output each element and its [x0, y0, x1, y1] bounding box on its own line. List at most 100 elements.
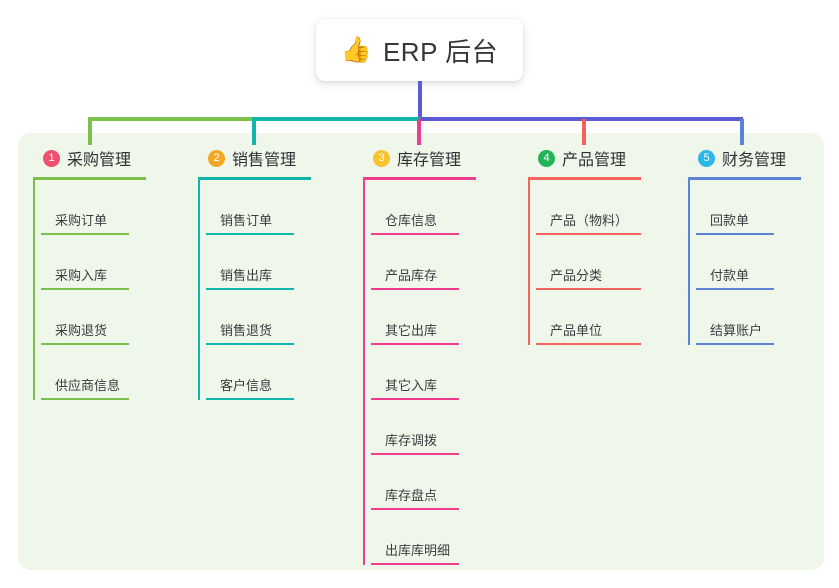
branch-spine [688, 180, 690, 345]
leaf-node-label: 采购入库 [55, 268, 108, 283]
leaf-node[interactable]: 供应商信息 [33, 345, 151, 400]
leaf-node[interactable]: 采购入库 [33, 235, 151, 290]
branch-header-underline [198, 177, 311, 180]
connector-stub-5 [740, 119, 744, 145]
leaf-node-label: 客户信息 [220, 378, 273, 393]
branch-header-label: 产品管理 [562, 152, 627, 169]
leaf-node[interactable]: 采购订单 [33, 180, 151, 235]
branch-number-badge-3: 3 [373, 149, 390, 167]
branch-header-row: 2 销售管理 [198, 145, 296, 171]
leaf-node-underline [206, 288, 294, 290]
leaf-node[interactable]: 产品库存 [363, 235, 481, 290]
branch-header-label: 采购管理 [67, 152, 132, 169]
leaf-node-label: 销售退货 [220, 323, 273, 338]
leaf-node-underline [696, 343, 774, 345]
branch-header-underline [688, 177, 801, 180]
leaf-node-label: 付款单 [710, 268, 750, 283]
leaf-node-label: 库存调拨 [385, 433, 438, 448]
leaf-node-label: 产品单位 [550, 323, 603, 338]
connector-bus-segment-green [88, 117, 254, 121]
branch-header-label: 库存管理 [397, 152, 462, 169]
leaf-node-underline [371, 563, 459, 565]
leaf-node-label: 产品分类 [550, 268, 603, 283]
branch-header-3[interactable]: 3 库存管理 [363, 145, 476, 180]
leaf-node[interactable]: 销售出库 [198, 235, 316, 290]
leaf-node-label: 产品（物料） [550, 213, 629, 228]
leaf-node-underline [371, 343, 459, 345]
branch-header-label: 财务管理 [722, 152, 787, 169]
leaf-node-underline [41, 288, 129, 290]
leaf-node-underline [371, 453, 459, 455]
leaf-node[interactable]: 客户信息 [198, 345, 316, 400]
leaf-node-label: 出库库明细 [385, 543, 451, 558]
leaf-node-underline [41, 398, 129, 400]
leaf-node[interactable]: 结算账户 [688, 290, 796, 345]
branch-number-badge-4: 4 [538, 149, 555, 167]
branch-number-badge-1: 1 [43, 149, 60, 167]
leaf-node-label: 采购订单 [55, 213, 108, 228]
leaf-node-underline [371, 508, 459, 510]
leaf-node-label: 其它入库 [385, 378, 438, 393]
leaf-node[interactable]: 其它入库 [363, 345, 481, 400]
leaf-node-label: 销售订单 [220, 213, 273, 228]
leaf-node-label: 回款单 [710, 213, 750, 228]
connector-stub-2 [252, 119, 256, 145]
root-node-content: 👍 ERP 后台 [341, 32, 498, 69]
leaf-node[interactable]: 产品分类 [528, 235, 663, 290]
leaf-node-underline [41, 343, 129, 345]
branch-header-underline [33, 177, 146, 180]
leaf-node[interactable]: 回款单 [688, 180, 796, 235]
leaf-node-label: 销售出库 [220, 268, 273, 283]
branch-header-row: 1 采购管理 [33, 145, 131, 171]
leaf-node-label: 其它出库 [385, 323, 438, 338]
leaf-node[interactable]: 产品（物料） [528, 180, 663, 235]
branch-column-4: 4 产品管理产品（物料） 产品分类产品单位 [528, 145, 641, 345]
branch-header-underline [363, 177, 476, 180]
leaf-node-underline [536, 288, 641, 290]
leaf-node[interactable]: 库存盘点 [363, 455, 481, 510]
thumbs-up-icon: 👍 [340, 35, 372, 64]
leaf-node-label: 仓库信息 [385, 213, 438, 228]
branch-header-2[interactable]: 2 销售管理 [198, 145, 311, 180]
leaf-node[interactable]: 销售订单 [198, 180, 316, 235]
branch-column-5: 5 财务管理回款单付款单结算账户 [688, 145, 801, 345]
leaf-node[interactable]: 仓库信息 [363, 180, 481, 235]
leaf-node[interactable]: 销售退货 [198, 290, 316, 345]
leaf-node[interactable]: 产品单位 [528, 290, 663, 345]
branch-header-underline [528, 177, 641, 180]
leaf-node[interactable]: 库存调拨 [363, 400, 481, 455]
branch-header-row: 5 财务管理 [688, 145, 786, 171]
branch-spine [198, 180, 200, 400]
leaf-node-underline [206, 233, 294, 235]
leaf-node[interactable]: 其它出库 [363, 290, 481, 345]
leaf-node[interactable]: 出库库明细 [363, 510, 481, 565]
branch-column-2: 2 销售管理销售订单销售出库销售退货客户信息 [198, 145, 311, 400]
leaf-node-underline [41, 233, 129, 235]
leaf-node-underline [206, 398, 294, 400]
branch-header-5[interactable]: 5 财务管理 [688, 145, 801, 180]
branch-number-badge-2: 2 [208, 149, 225, 167]
connector-stub-3 [417, 119, 421, 145]
leaf-node[interactable]: 付款单 [688, 235, 796, 290]
leaf-node-underline [696, 233, 774, 235]
root-node-title: ERP 后台 [382, 36, 499, 67]
leaf-node-label: 库存盘点 [385, 488, 438, 503]
leaf-node-underline [536, 233, 641, 235]
leaf-node-underline [371, 288, 459, 290]
connector-stub-1 [88, 119, 92, 145]
leaf-node-label: 结算账户 [710, 323, 763, 338]
leaf-node-label: 供应商信息 [55, 378, 121, 393]
leaf-node-underline [206, 343, 294, 345]
branch-spine [528, 180, 530, 345]
branch-header-1[interactable]: 1 采购管理 [33, 145, 146, 180]
branch-spine [33, 180, 35, 400]
branch-number-badge-5: 5 [698, 149, 715, 167]
connector-stub-4 [582, 119, 586, 145]
branch-header-label: 销售管理 [232, 152, 297, 169]
leaf-node[interactable]: 采购退货 [33, 290, 151, 345]
branch-header-4[interactable]: 4 产品管理 [528, 145, 641, 180]
root-node[interactable]: 👍 ERP 后台 [316, 19, 523, 81]
